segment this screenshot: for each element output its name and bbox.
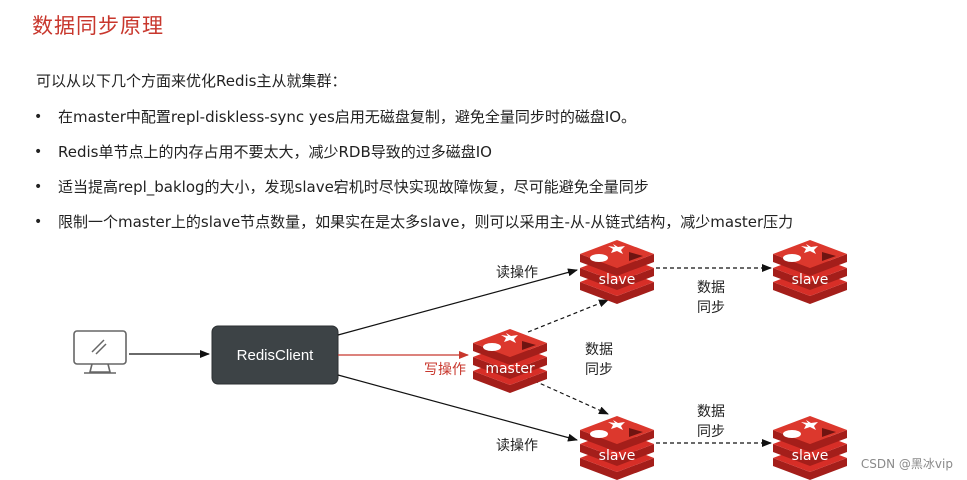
slave-label: slave bbox=[792, 272, 829, 288]
write-op-label: 写操作 bbox=[424, 362, 466, 378]
sync-label-master-2: 同步 bbox=[585, 362, 613, 378]
sync-label-chain-top-1: 数据 bbox=[697, 280, 725, 296]
list-item: • 在master中配置repl-diskless-sync yes启用无磁盘复制… bbox=[32, 104, 793, 139]
monitor-icon bbox=[73, 330, 127, 374]
redis-client-node: RedisClient bbox=[211, 325, 339, 385]
watermark: CSDN @黑冰vip bbox=[860, 457, 953, 471]
sync-label-chain-top-2: 同步 bbox=[697, 300, 725, 316]
client-label: RedisClient bbox=[237, 347, 315, 364]
list-item-text: Redis单节点上的内存占用不要太大，减少RDB导致的过多磁盘IO bbox=[58, 143, 492, 161]
list-item: • Redis单节点上的内存占用不要太大，减少RDB导致的过多磁盘IO bbox=[32, 139, 793, 174]
slave-label: slave bbox=[792, 448, 829, 464]
read-arrow-top bbox=[337, 268, 578, 336]
slave-node-top: slave bbox=[580, 240, 654, 304]
bullet-icon: • bbox=[34, 214, 43, 230]
read-op-label-top: 读操作 bbox=[496, 264, 538, 281]
sync-arrow-master-top bbox=[527, 299, 609, 333]
read-arrow-bottom bbox=[337, 374, 578, 442]
bullet-icon: • bbox=[34, 109, 43, 125]
sync-label-chain-bottom-2: 同步 bbox=[697, 424, 725, 440]
list-item-text: 限制一个master上的slave节点数量，如果实在是太多slave，则可以采用… bbox=[58, 213, 794, 231]
slave-node-bottom: slave bbox=[580, 416, 654, 480]
bullet-icon: • bbox=[34, 179, 43, 195]
slave-node-chain-bottom: slave bbox=[773, 416, 847, 480]
read-op-label-bottom: 读操作 bbox=[496, 437, 538, 454]
sync-label-master-1: 数据 bbox=[585, 342, 613, 358]
slave-label: slave bbox=[599, 272, 636, 288]
list-item: • 限制一个master上的slave节点数量，如果实在是太多slave，则可以采… bbox=[32, 209, 793, 244]
master-label: master bbox=[485, 361, 535, 377]
intro-text: 可以从以下几个方面来优化Redis主从就集群： bbox=[36, 72, 347, 90]
sync-label-chain-bottom-1: 数据 bbox=[697, 404, 725, 420]
sync-arrow-master-bottom bbox=[527, 377, 609, 415]
bullet-icon: • bbox=[34, 144, 43, 160]
slave-node-chain-top: slave bbox=[773, 240, 847, 304]
list-item-text: 在master中配置repl-diskless-sync yes启用无磁盘复制，… bbox=[58, 108, 637, 126]
optimization-list: • 在master中配置repl-diskless-sync yes启用无磁盘复制… bbox=[32, 104, 793, 244]
slave-label: slave bbox=[599, 448, 636, 464]
master-node: master bbox=[473, 329, 547, 393]
list-item-text: 适当提高repl_baklog的大小，发现slave宕机时尽快实现故障恢复，尽可… bbox=[58, 178, 649, 196]
page-title: 数据同步原理 bbox=[32, 14, 164, 38]
list-item: • 适当提高repl_baklog的大小，发现slave宕机时尽快实现故障恢复，尽… bbox=[32, 174, 793, 209]
